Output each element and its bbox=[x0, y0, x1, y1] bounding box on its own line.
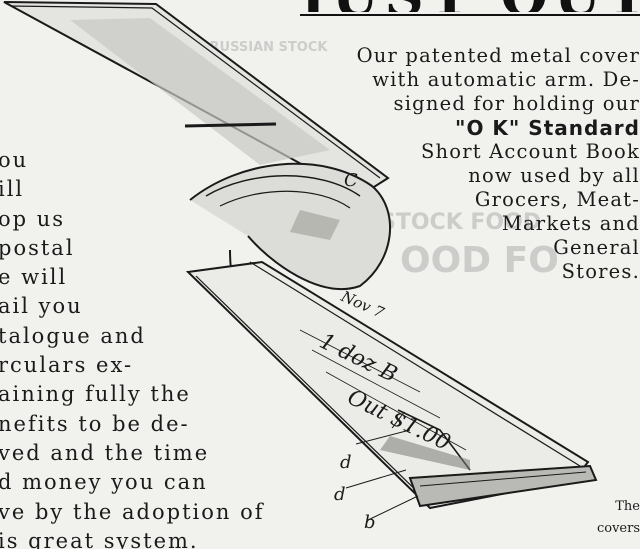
label-d2: d bbox=[334, 484, 346, 505]
product-name: "O K" Standard bbox=[455, 116, 640, 140]
label-b: b bbox=[364, 512, 376, 533]
right-line: Short Account Book bbox=[420, 140, 640, 163]
left-line: ou bbox=[0, 148, 29, 172]
right-line: Grocers, Meat- bbox=[474, 188, 640, 211]
label-d1: d bbox=[340, 452, 352, 473]
left-line: ve by the adoption of bbox=[0, 499, 265, 524]
left-line: rculars ex- bbox=[0, 353, 134, 378]
right-line: signed for holding our bbox=[393, 92, 640, 115]
left-line: ail you bbox=[0, 294, 83, 319]
left-line: is great system. bbox=[0, 528, 199, 549]
left-line: e will bbox=[0, 265, 68, 290]
right-line: now used by all bbox=[468, 164, 640, 187]
left-line: aining fully the bbox=[0, 382, 191, 407]
caption-line: covers bbox=[596, 521, 640, 536]
headline-rule bbox=[300, 14, 640, 16]
left-line: talogue and bbox=[0, 323, 146, 348]
left-line: nefits to be de- bbox=[0, 411, 190, 436]
background-bleed: PRUSSIAN STOCK bbox=[200, 40, 328, 55]
caption-line: The bbox=[615, 499, 640, 514]
right-line: Our patented metal cover bbox=[356, 44, 640, 67]
right-line: General bbox=[553, 236, 640, 259]
left-line: op us bbox=[0, 206, 66, 231]
caption: The covers bbox=[560, 496, 640, 540]
right-line: with automatic arm. De- bbox=[372, 68, 640, 91]
left-column-text: ou ill op us postal e will ail you talog… bbox=[0, 146, 298, 549]
left-line: ill bbox=[0, 177, 25, 202]
left-line: ved and the time bbox=[0, 440, 210, 465]
background-bleed: STOCK FOOD bbox=[380, 210, 542, 235]
headline: JUST OUT bbox=[300, 0, 640, 12]
label-c: C bbox=[344, 170, 358, 191]
right-line: Markets and bbox=[501, 212, 640, 235]
right-line: Stores. bbox=[561, 260, 640, 283]
background-bleed: OOD FO bbox=[400, 240, 559, 281]
left-line: postal bbox=[0, 235, 75, 260]
left-line: d money you can bbox=[0, 470, 208, 495]
